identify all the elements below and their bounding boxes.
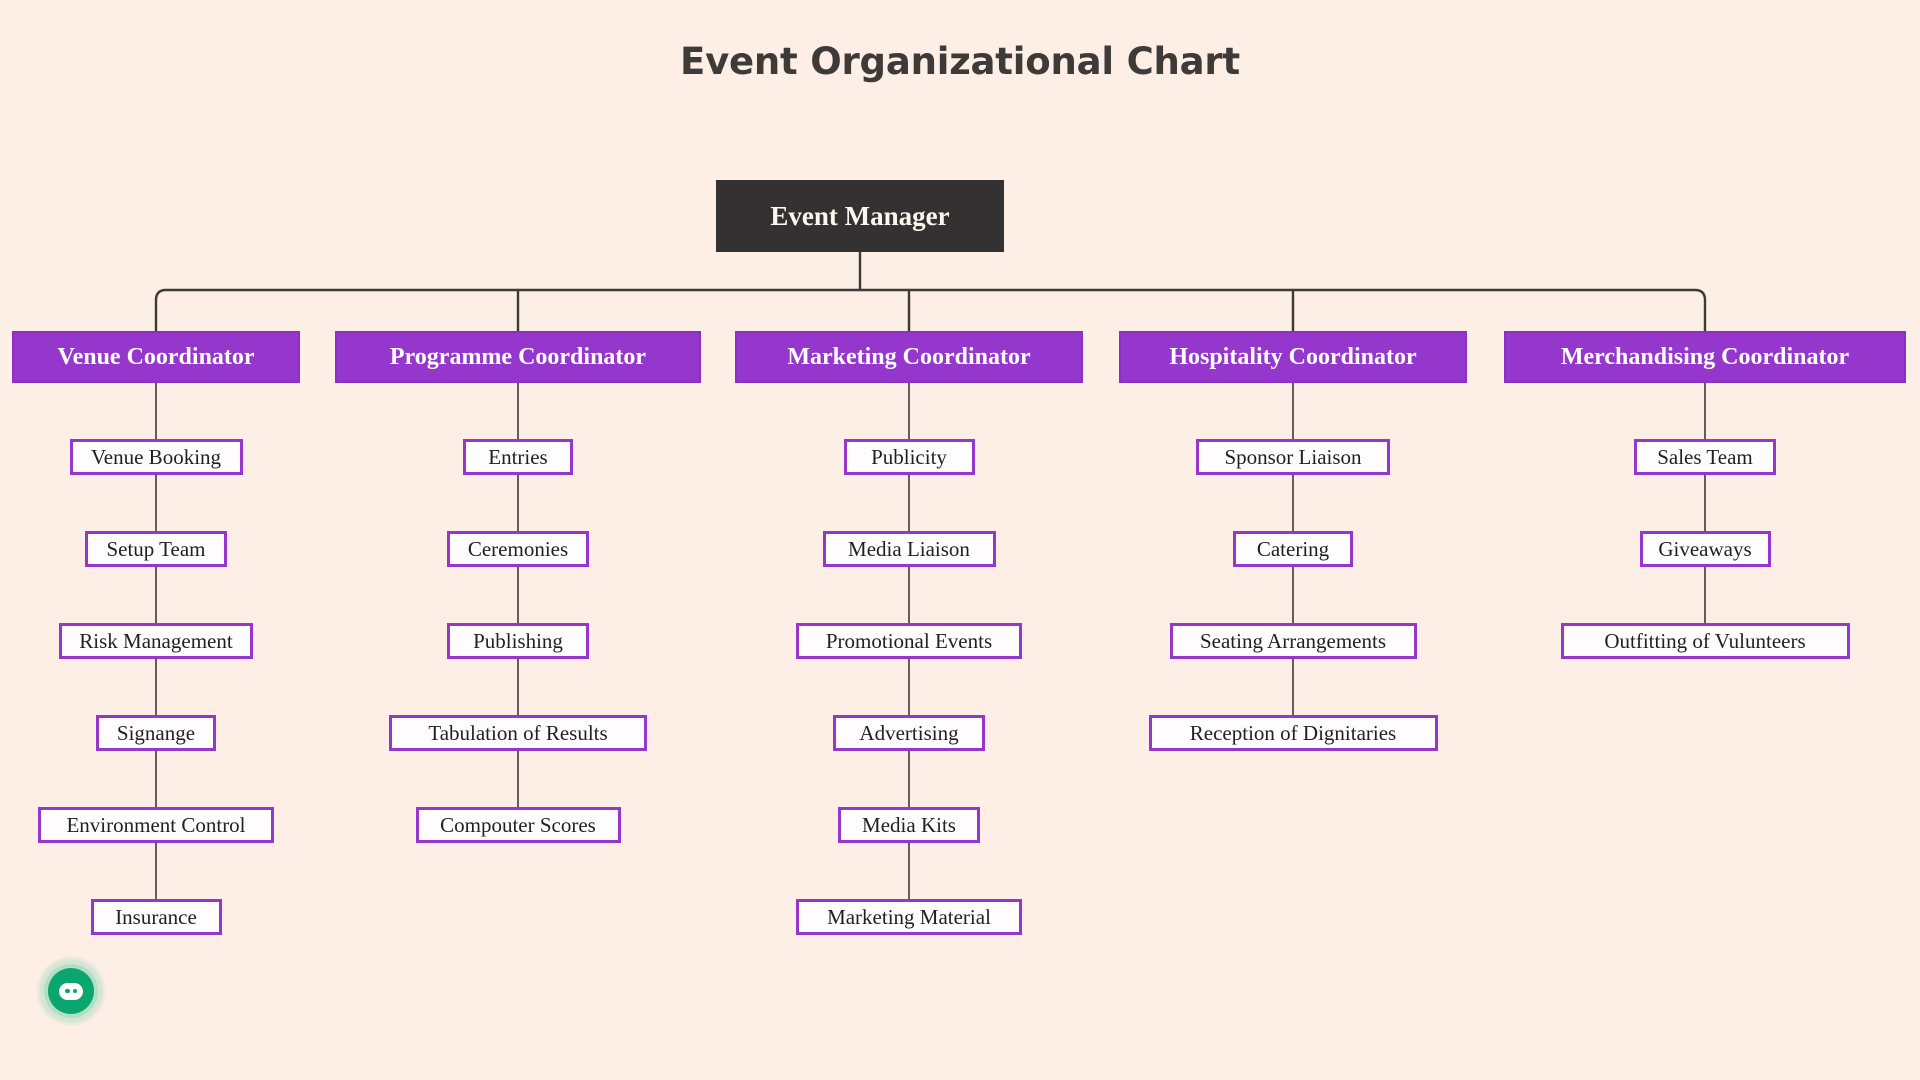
node-leaf-2-3[interactable]: Advertising [833, 715, 985, 751]
node-leaf-1-4[interactable]: Compouter Scores [415, 807, 621, 843]
node-coordinator-1[interactable]: Programme Coordinator [335, 331, 701, 383]
chat-bot-icon [48, 968, 94, 1014]
node-leaf-2-5[interactable]: Marketing Material [796, 899, 1022, 935]
node-event-manager[interactable]: Event Manager [716, 180, 1004, 252]
robot-eye-right-icon [72, 988, 77, 994]
node-leaf-1-1[interactable]: Ceremonies [447, 531, 589, 567]
node-leaf-2-4[interactable]: Media Kits [838, 807, 980, 843]
node-leaf-4-1[interactable]: Giveaways [1639, 531, 1771, 567]
chat-bot-button[interactable] [36, 956, 106, 1026]
node-leaf-2-2[interactable]: Promotional Events [796, 623, 1022, 659]
node-coordinator-3[interactable]: Hospitality Coordinator [1119, 331, 1467, 383]
node-leaf-0-0[interactable]: Venue Booking [69, 439, 243, 475]
node-leaf-0-5[interactable]: Insurance [90, 899, 222, 935]
robot-eye-left-icon [65, 988, 70, 994]
node-leaf-3-0[interactable]: Sponsor Liaison [1196, 439, 1390, 475]
robot-face-icon [59, 982, 83, 1000]
node-leaf-1-3[interactable]: Tabulation of Results [389, 715, 647, 751]
node-leaf-3-3[interactable]: Reception of Dignitaries [1148, 715, 1438, 751]
node-coordinator-0[interactable]: Venue Coordinator [12, 331, 300, 383]
node-leaf-3-2[interactable]: Seating Arrangements [1169, 623, 1417, 659]
node-leaf-0-1[interactable]: Setup Team [85, 531, 227, 567]
node-coordinator-2[interactable]: Marketing Coordinator [735, 331, 1083, 383]
node-leaf-2-0[interactable]: Publicity [843, 439, 975, 475]
node-leaf-3-1[interactable]: Catering [1233, 531, 1353, 567]
node-leaf-4-2[interactable]: Outfitting of Vulunteers [1560, 623, 1850, 659]
node-leaf-1-0[interactable]: Entries [463, 439, 573, 475]
node-leaf-0-2[interactable]: Risk Management [59, 623, 253, 659]
page-title: Event Organizational Chart [680, 40, 1240, 83]
node-leaf-2-1[interactable]: Media Liaison [822, 531, 996, 567]
node-leaf-0-4[interactable]: Environment Control [38, 807, 274, 843]
node-leaf-1-2[interactable]: Publishing [447, 623, 589, 659]
node-coordinator-4[interactable]: Merchandising Coordinator [1504, 331, 1906, 383]
node-leaf-4-0[interactable]: Sales Team [1634, 439, 1776, 475]
node-leaf-0-3[interactable]: Signange [96, 715, 216, 751]
